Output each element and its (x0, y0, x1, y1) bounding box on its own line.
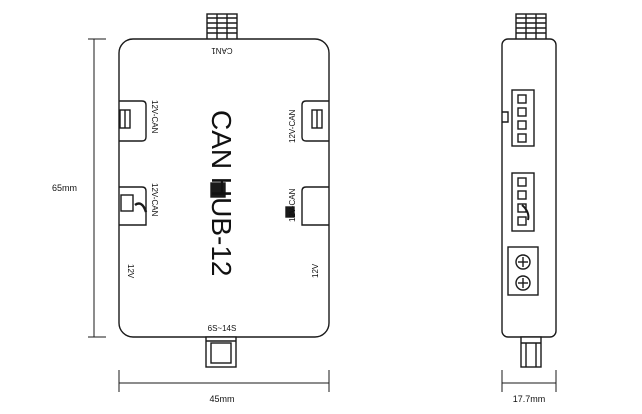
height-dimension-label: 65mm (52, 183, 77, 193)
side-upper-connector (502, 89, 535, 147)
right-middle-connector (285, 186, 329, 226)
left-upper-connector (119, 100, 147, 142)
bottom-connector (205, 336, 237, 368)
side-power-terminal (507, 246, 539, 296)
side-view (501, 13, 557, 368)
right-upper-port-label: 12V-CAN (288, 109, 297, 143)
side-top-connector (515, 13, 547, 41)
right-lower-port-label: 12V (311, 263, 320, 278)
top-connector (206, 13, 238, 41)
thickness-dimension-label: 17.7mm (513, 394, 546, 404)
thickness-dimension (501, 370, 557, 392)
right-upper-connector (301, 100, 329, 142)
left-upper-port-label: 12V-CAN (150, 100, 159, 134)
front-view (118, 13, 330, 368)
left-middle-connector (119, 186, 148, 226)
title-mark (210, 182, 226, 198)
top-port-label: CAN1 (211, 46, 233, 55)
side-middle-connector (511, 172, 535, 232)
device-title: CAN HUB-12 (206, 110, 237, 276)
left-middle-port-label: 12V-CAN (150, 183, 159, 217)
left-lower-port-label: 12V (126, 264, 135, 279)
side-bottom-connector (520, 336, 542, 368)
width-dimension (118, 370, 330, 392)
width-dimension-label: 45mm (209, 394, 234, 404)
right-middle-port-label: 12V-CAN (288, 188, 297, 222)
height-dimension (88, 38, 106, 338)
side-body (501, 38, 557, 338)
bottom-port-label: 6S~14S (208, 324, 237, 333)
